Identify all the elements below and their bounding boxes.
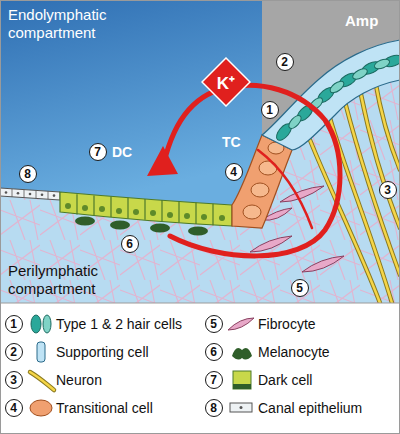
callout-number: 4	[225, 163, 243, 181]
callout-number: 2	[5, 343, 23, 361]
region-label: Endolymphatic compartment	[8, 6, 138, 42]
callout-number: 1	[261, 101, 279, 119]
region-label: Amp	[345, 12, 378, 30]
callout-number: 2	[276, 53, 294, 71]
legend-text: Canal epithelium	[258, 400, 362, 416]
legend-text: Dark cell	[258, 372, 312, 388]
legend-text: Transitional cell	[56, 400, 153, 416]
region-label: Perilymphatic compartment	[8, 262, 138, 298]
callout-number: 5	[205, 315, 223, 333]
callout-number: 3	[379, 181, 397, 199]
callout-number: 1	[5, 315, 23, 333]
callout-number: 3	[5, 371, 23, 389]
cell-abbrev: DC	[112, 144, 132, 161]
callout-number: 7	[89, 143, 107, 161]
callout-number: 7	[205, 371, 223, 389]
legend-text: Type 1 & 2 hair cells	[56, 316, 182, 332]
callout-number: 8	[205, 399, 223, 417]
legend-text: Neuron	[56, 372, 102, 388]
legend-text: Melanocyte	[258, 344, 330, 360]
callout-number: 4	[5, 399, 23, 417]
ion-diamond: K⁺	[201, 57, 251, 107]
callout-number: 6	[205, 343, 223, 361]
callout-number: 5	[291, 279, 309, 297]
legend-text: Fibrocyte	[258, 316, 316, 332]
callout-number: 8	[19, 165, 37, 183]
callout-number: 6	[121, 235, 139, 253]
ion-label: K⁺	[201, 71, 251, 94]
cell-abbrev: TC	[222, 134, 241, 151]
legend-text: Supporting cell	[56, 344, 149, 360]
